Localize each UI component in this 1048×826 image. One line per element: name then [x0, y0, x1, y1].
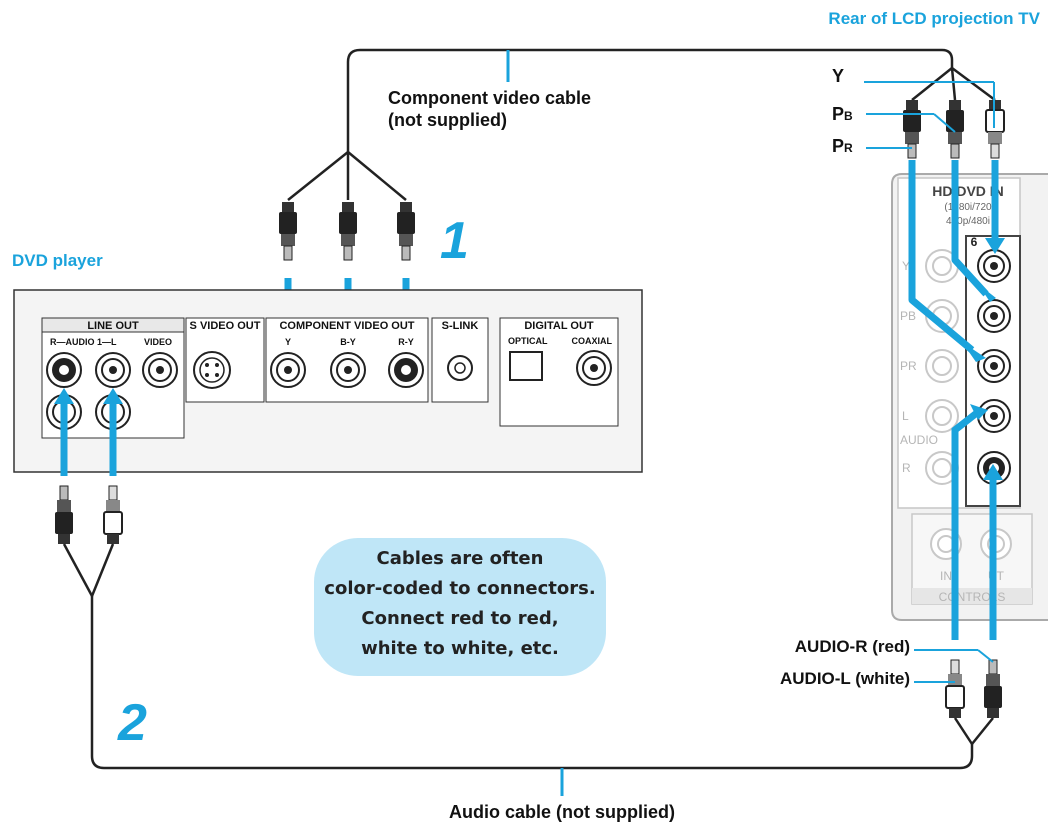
component-video-cable: [287, 48, 996, 201]
input-number: 6: [971, 235, 978, 249]
coaxial-jack: [576, 350, 612, 386]
comp-y-label: Y: [285, 337, 291, 347]
line-out-label: LINE OUT: [87, 320, 139, 332]
tv-audio-arrows: [951, 409, 997, 640]
plug-pr-tv: [902, 99, 922, 159]
digital-out-label: DIGITAL OUT: [524, 320, 594, 332]
step-1-label: 1: [440, 212, 469, 270]
tv-component-arrowheads: [962, 238, 1005, 362]
audio-cable: [62, 543, 994, 770]
plug-pb-tv: [945, 99, 965, 159]
dvd-player-label: DVD player: [12, 251, 103, 270]
audio-jacks-label: R—AUDIO 1—L: [50, 337, 117, 347]
component-cable-label: Component video cable: [388, 88, 591, 108]
tv-pb-cable-label: PB: [832, 104, 853, 124]
tv-pr-label: PR: [900, 359, 917, 373]
hd-spec-2: 480p/480i: [946, 216, 990, 227]
audio-cable-label: Audio cable (not supplied): [449, 802, 675, 822]
component-out-label: COMPONENT VIDEO OUT: [279, 320, 414, 332]
tv-pb-label: PB: [900, 309, 916, 323]
s-video-label: S VIDEO OUT: [190, 320, 261, 332]
step-2-label: 2: [117, 694, 147, 752]
coaxial-label: COAXIAL: [572, 336, 613, 346]
note-line-4: white to white, etc.: [361, 638, 559, 659]
plug-audio-r-dvd: [54, 485, 74, 545]
s-video-jack: [193, 351, 231, 389]
tv-y-label: Y: [902, 259, 910, 273]
audio-r-label: AUDIO-R (red): [795, 637, 910, 656]
comp-by-label: B-Y: [340, 337, 356, 347]
component-jacks: [270, 352, 424, 388]
note-line-1: Cables are often: [377, 548, 544, 569]
rear-tv-label: Rear of LCD projection TV: [828, 9, 1040, 28]
video-jack-label: VIDEO: [144, 337, 172, 347]
tv-y-cable-label: Y: [832, 66, 844, 86]
component-cable-note: (not supplied): [388, 110, 507, 130]
audio-arrows-dvd: [54, 388, 123, 476]
plug-pr-dvd: [396, 201, 416, 261]
s-link-label: S-LINK: [442, 320, 479, 332]
audio-l-label: AUDIO-L (white): [780, 669, 910, 688]
s-link-jack: [447, 355, 473, 381]
tv-l-label: L: [902, 409, 909, 423]
hd-dvd-in-label: HD/DVD IN: [932, 183, 1004, 199]
note-bubble: [314, 538, 606, 676]
plug-pb-dvd: [338, 201, 358, 261]
optical-label: OPTICAL: [508, 336, 548, 346]
tv-audio-label: AUDIO: [900, 433, 938, 447]
plug-audio-l-dvd: [103, 485, 123, 545]
control-jacks: [930, 528, 1012, 560]
note-line-3: Connect red to red,: [361, 608, 558, 629]
plug-audio-r-tv: [983, 659, 1003, 719]
tv-pr-cable-label: PR: [832, 136, 853, 156]
tv-audio-arrowheads: [970, 404, 1003, 480]
plug-audio-l-tv: [945, 659, 965, 719]
optical-port: [509, 351, 543, 381]
tv-r-label: R: [902, 461, 911, 475]
note-line-2: color-coded to connectors.: [324, 578, 595, 599]
plug-y-dvd: [278, 201, 298, 261]
hd-spec-1: (1080i/720: [944, 202, 992, 213]
tv-component-arrows: [908, 160, 999, 353]
control-in-label: IN: [940, 569, 952, 583]
comp-ry-label: R-Y: [398, 337, 414, 347]
